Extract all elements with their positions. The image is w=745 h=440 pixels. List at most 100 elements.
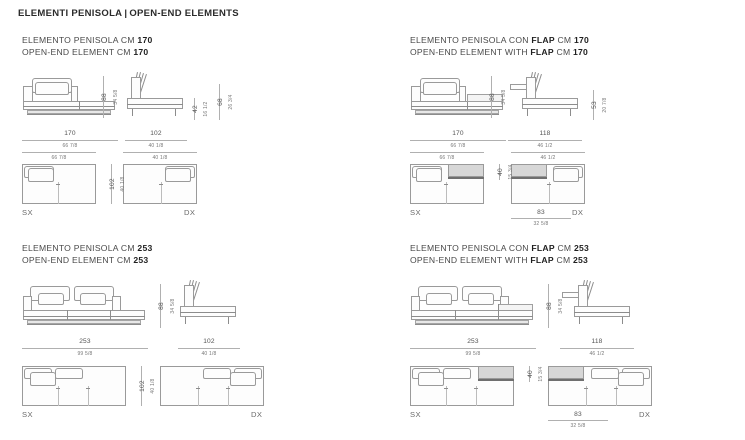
- front-width-cm: 170: [64, 130, 76, 137]
- front-width-in: 66 7/8: [62, 143, 78, 149]
- seat-height-dimline: [194, 98, 195, 120]
- caption-en: OPEN-END ELEMENT WITH FLAP CM 170: [410, 47, 589, 57]
- back-height-dimline: [219, 84, 220, 120]
- front-elevation-drawing: [22, 284, 148, 328]
- plan-depth-cm: 102: [139, 380, 146, 392]
- plan-view-sx: [410, 366, 514, 406]
- section-caption: ELEMENTO PENISOLA CON FLAP CM 170 OPEN-E…: [410, 34, 589, 58]
- side-depth-dimline: [560, 348, 634, 349]
- plan-dx-dimline: [123, 152, 197, 153]
- caption-en: OPEN-END ELEMENT CM 170: [22, 47, 149, 57]
- side-elevation-drawing: [560, 280, 634, 328]
- flap-length-in: 32 5/8: [570, 423, 586, 429]
- flap-height-in: 20 7/8: [602, 97, 608, 113]
- side-depth-cm: 118: [539, 130, 551, 137]
- page-title: ELEMENTI PENISOLA|OPEN-END ELEMENTS: [18, 8, 239, 19]
- side-elevation-drawing: [125, 72, 187, 120]
- side-depth-in: 40 1/8: [148, 143, 164, 149]
- flap-length-cm: 83: [574, 411, 582, 418]
- flap-depth-in: 15 3/4: [538, 366, 544, 382]
- flap-height-dimline: [593, 90, 594, 120]
- front-width-dimline: [22, 348, 148, 349]
- front-height-cm: 88: [158, 302, 165, 310]
- side-depth-in: 46 1/2: [537, 143, 553, 149]
- plan-sx-label: SX: [22, 410, 33, 419]
- front-height-in: 34 5/8: [501, 89, 507, 105]
- page-title-separator: |: [124, 8, 128, 19]
- plan-depth-dimline: [141, 366, 142, 406]
- plan-dx-label: DX: [251, 410, 263, 419]
- front-elevation-drawing: [410, 76, 506, 118]
- side-depth-cm: 118: [591, 338, 603, 345]
- page-title-it: ELEMENTI PENISOLA: [18, 8, 123, 19]
- front-width-dimline: [410, 348, 536, 349]
- caption-it: ELEMENTO PENISOLA CM 253: [22, 243, 153, 253]
- front-width-cm: 253: [79, 338, 91, 345]
- caption-it: ELEMENTO PENISOLA CON FLAP CM 170: [410, 35, 590, 45]
- front-height-cm: 88: [546, 302, 553, 310]
- flap-depth-dimline: [529, 366, 530, 382]
- front-height-cm: 88: [489, 93, 496, 101]
- plan-view-sx: [410, 164, 484, 204]
- side-depth-dimline: [178, 348, 240, 349]
- flap-depth-cm: 40: [527, 370, 534, 378]
- section-penisola-253: ELEMENTO PENISOLA CM 253 OPEN-END ELEMEN…: [0, 236, 372, 436]
- seat-height-in: 16 1/2: [203, 101, 209, 117]
- flap-area: [478, 366, 514, 379]
- front-height-dimline: [160, 284, 161, 328]
- front-width-dimline: [410, 140, 506, 141]
- front-width-in: 99 5/8: [465, 351, 481, 357]
- plan-sx-dimline: [22, 152, 96, 153]
- side-depth-in: 46 1/2: [589, 351, 605, 357]
- plan-sx-label: SX: [410, 208, 421, 217]
- flap-length-cm: 83: [537, 209, 545, 216]
- front-elevation-drawing: [22, 76, 118, 118]
- section-penisola-flap-170: ELEMENTO PENISOLA CON FLAP CM 170 OPEN-E…: [388, 28, 745, 228]
- front-width-dimline: [22, 140, 118, 141]
- front-height-in: 34 5/8: [170, 298, 176, 314]
- side-depth-dimline: [508, 140, 582, 141]
- front-height-cm: 88: [101, 93, 108, 101]
- plan-sx-width-in: 66 7/8: [439, 155, 455, 161]
- flap-length-in: 32 5/8: [533, 221, 549, 227]
- plan-dx-width-in: 40 1/8: [152, 155, 168, 161]
- section-caption: ELEMENTO PENISOLA CM 253 OPEN-END ELEMEN…: [22, 242, 153, 266]
- side-depth-cm: 102: [203, 338, 215, 345]
- plan-dx-label: DX: [639, 410, 651, 419]
- plan-view-dx: [548, 366, 652, 406]
- side-elevation-drawing: [508, 72, 582, 120]
- flap-length-dimline: [511, 218, 571, 219]
- plan-dx-width-in: 46 1/2: [540, 155, 556, 161]
- flap-area: [548, 366, 584, 379]
- plan-view-sx: [22, 164, 96, 204]
- flap-depth-dimline: [499, 164, 500, 180]
- front-width-in: 99 5/8: [77, 351, 93, 357]
- side-depth-cm: 102: [150, 130, 162, 137]
- front-width-cm: 170: [452, 130, 464, 137]
- section-caption: ELEMENTO PENISOLA CM 170 OPEN-END ELEMEN…: [22, 34, 153, 58]
- caption-it: ELEMENTO PENISOLA CM 170: [22, 35, 153, 45]
- front-width-in: 66 7/8: [450, 143, 466, 149]
- back-height-cm: 68: [217, 98, 224, 106]
- front-height-dimline: [548, 284, 549, 328]
- side-depth-in: 40 1/8: [201, 351, 217, 357]
- flap-length-dimline: [548, 420, 608, 421]
- plan-dx-dimline: [511, 152, 585, 153]
- side-elevation-drawing: [178, 280, 240, 328]
- flap-area: [511, 164, 547, 177]
- plan-depth-dimline: [111, 164, 112, 204]
- front-height-in: 34 5/8: [113, 89, 119, 105]
- plan-dx-label: DX: [184, 208, 196, 217]
- plan-sx-label: SX: [410, 410, 421, 419]
- caption-en: OPEN-END ELEMENT WITH FLAP CM 253: [410, 255, 589, 265]
- caption-it: ELEMENTO PENISOLA CON FLAP CM 253: [410, 243, 590, 253]
- side-depth-dimline: [125, 140, 187, 141]
- flap-area: [448, 164, 484, 177]
- flap-depth-cm: 40: [497, 168, 504, 176]
- plan-sx-label: SX: [22, 208, 33, 217]
- plan-view-dx: [511, 164, 585, 204]
- plan-dx-label: DX: [572, 208, 584, 217]
- plan-depth-in: 40 1/8: [120, 176, 126, 192]
- front-height-dimline: [103, 76, 104, 118]
- plan-depth-cm: 102: [109, 178, 116, 190]
